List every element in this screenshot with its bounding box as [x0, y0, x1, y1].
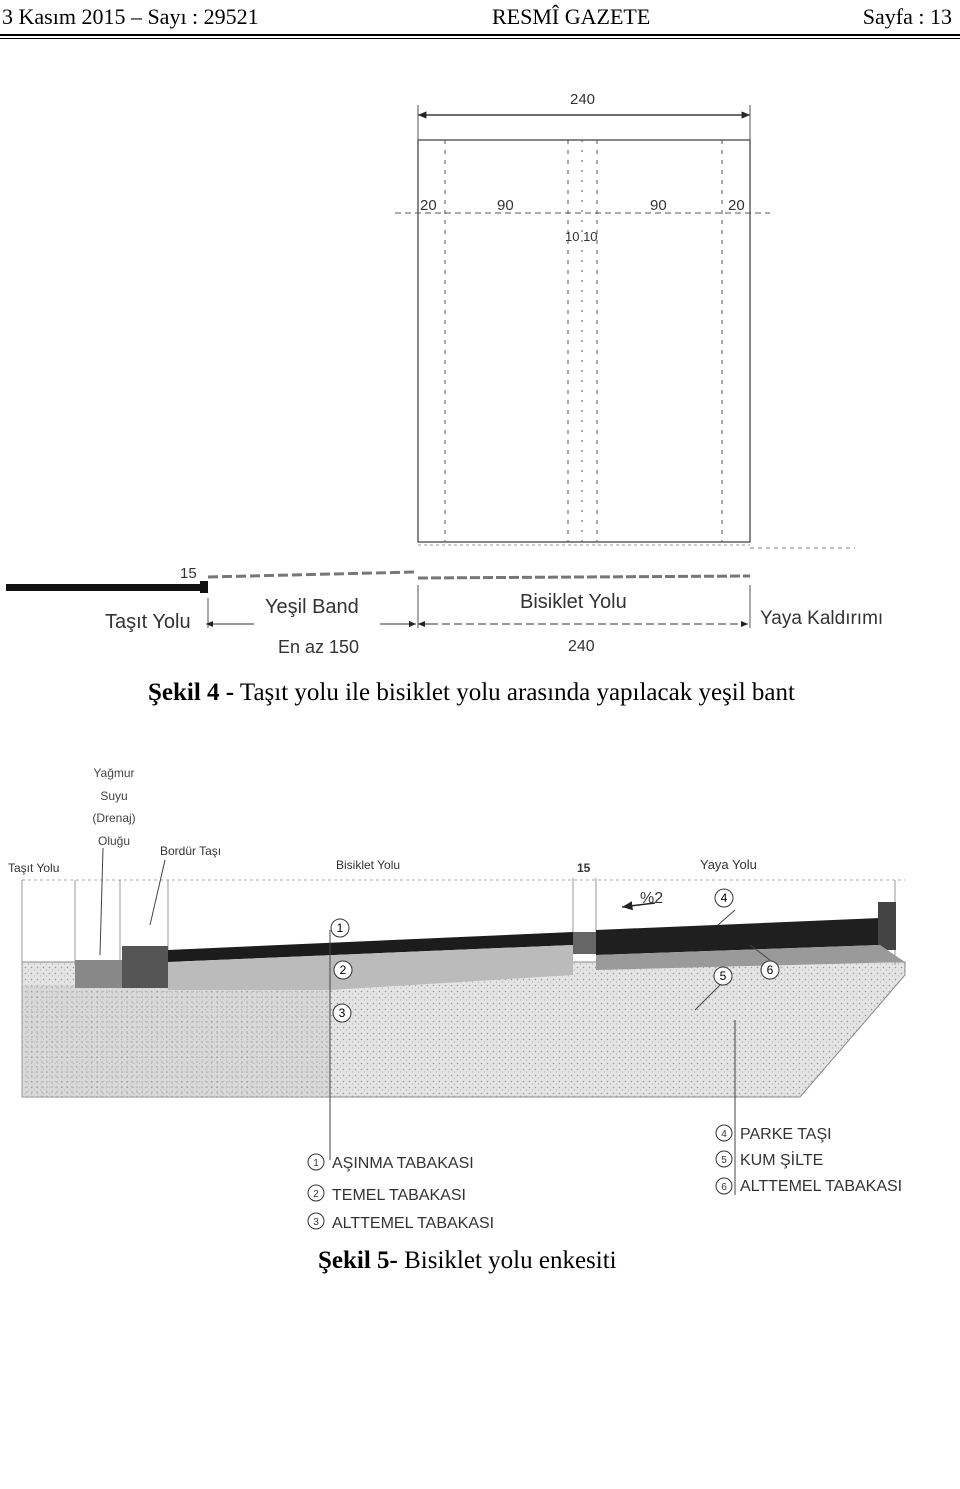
legend-alttemel-tabakasi-right: ALTTEMEL TABAKASI — [740, 1178, 902, 1195]
figure-4-caption-text: Taşıt yolu ile bisiklet yolu arasında ya… — [234, 679, 795, 706]
clearance-frame — [417, 139, 751, 543]
dimension-10-10: 10 10 — [565, 229, 598, 244]
label-bisiklet-yolu-section: Bisiklet Yolu — [336, 858, 400, 872]
svg-text:(Drenaj): (Drenaj) — [92, 811, 135, 825]
legend-parke-tasi: PARKE TAŞI — [740, 1126, 832, 1143]
paver-surface — [596, 918, 880, 955]
marker-6: 6 — [767, 963, 774, 977]
curb-stone — [200, 581, 208, 593]
label-en-az-150: En az 150 — [278, 637, 359, 657]
svg-text:Oluğu: Oluğu — [98, 834, 130, 848]
dimension-subdivisions: 20 90 10 10 90 20 — [395, 197, 770, 244]
carriageway-surface — [6, 584, 208, 591]
dimension-90-left: 90 — [497, 197, 514, 214]
header-rule-thick — [0, 34, 960, 36]
figure-4: 240 20 90 10 10 90 20 15 Taşıt Yolu Yeşi… — [6, 91, 883, 706]
svg-text:2: 2 — [313, 1189, 319, 1200]
base-course — [168, 945, 573, 990]
legend-left: 1 AŞINMA TABAKASI 2 TEMEL TABAKASI 3 ALT… — [307, 1153, 494, 1232]
marker-1: 1 — [337, 921, 344, 935]
header-page-number: Sayfa : 13 — [862, 4, 952, 29]
curb-stone-block — [122, 946, 168, 988]
sand-bedding — [596, 945, 905, 970]
figure-5-caption-number: Şekil 5- — [318, 1247, 398, 1274]
green-band-surface — [207, 570, 416, 579]
page-header: 3 Kasım 2015 – Sayı : 29521 RESMÎ GAZETE… — [0, 2, 960, 34]
label-15-section: 15 — [577, 861, 591, 875]
label-tasit-yolu-section: Taşıt Yolu — [8, 861, 59, 875]
label-yaya-yolu: Yaya Yolu — [700, 857, 757, 872]
figure-5-caption: Şekil 5- Bisiklet yolu enkesiti — [318, 1247, 617, 1274]
marker-2: 2 — [340, 963, 347, 977]
svg-text:3: 3 — [313, 1217, 319, 1228]
svg-text:Suyu: Suyu — [100, 789, 127, 803]
separator-curb — [573, 932, 596, 954]
label-bordur-tasi: Bordür Taşı — [160, 844, 221, 858]
legend-right: 4 PARKE TAŞI 5 KUM ŞİLTE 6 ALTTEMEL TABA… — [715, 1124, 902, 1195]
bike-lane-surface — [417, 574, 751, 580]
dimension-90-right: 90 — [650, 197, 667, 214]
figure-5: 1 2 3 4 5 6 Yağmur Suyu (Drenaj) Oluğu B… — [8, 766, 906, 1274]
marker-4: 4 — [721, 891, 728, 905]
layer-markers: 1 2 3 4 5 6 — [330, 888, 780, 1023]
drainage-gutter-label: Yağmur Suyu (Drenaj) Oluğu — [92, 766, 135, 848]
figure-4-caption-number: Şekil 4 - — [148, 679, 234, 706]
svg-text:4: 4 — [721, 1129, 727, 1140]
wearing-course — [168, 932, 573, 962]
dimension-20-left: 20 — [420, 197, 437, 214]
dimension-15: 15 — [180, 565, 197, 582]
figure-4-caption: Şekil 4 - Taşıt yolu ile bisiklet yolu a… — [148, 679, 795, 706]
label-bisiklet-yolu: Bisiklet Yolu — [520, 591, 627, 613]
dimension-20-right: 20 — [728, 197, 745, 214]
header-rule-thin — [0, 38, 960, 39]
label-yaya-kaldirimi: Yaya Kaldırımı — [760, 608, 883, 629]
drainage-gutter — [75, 960, 125, 988]
legend-alttemel-tabakasi-left: ALTTEMEL TABAKASI — [332, 1215, 494, 1232]
legend-asinma-tabakasi: AŞINMA TABAKASI — [332, 1155, 474, 1172]
label-yesil-band: Yeşil Band — [265, 596, 359, 618]
dimension-240-top: 240 — [570, 91, 595, 108]
marker-3: 3 — [339, 1006, 346, 1020]
marker-5: 5 — [720, 969, 727, 983]
label-tasit-yolu: Taşıt Yolu — [105, 611, 191, 633]
svg-text:6: 6 — [721, 1182, 727, 1193]
svg-text:5: 5 — [721, 1155, 727, 1166]
label-slope: %2 — [640, 890, 663, 907]
header-issue-date: 3 Kasım 2015 – Sayı : 29521 — [2, 4, 259, 29]
sidewalk-edge-curb — [878, 902, 896, 950]
legend-kum-silte: KUM ŞİLTE — [740, 1150, 823, 1169]
svg-text:1: 1 — [313, 1158, 319, 1169]
header-publication: RESMÎ GAZETE — [492, 4, 651, 29]
legend-temel-tabakasi: TEMEL TABAKASI — [332, 1187, 466, 1204]
figure-5-caption-text: Bisiklet yolu enkesiti — [398, 1247, 617, 1274]
dimension-240-bottom: 240 — [568, 638, 595, 655]
svg-text:Yağmur: Yağmur — [93, 766, 134, 780]
dimension-top-total: 240 — [417, 91, 751, 140]
